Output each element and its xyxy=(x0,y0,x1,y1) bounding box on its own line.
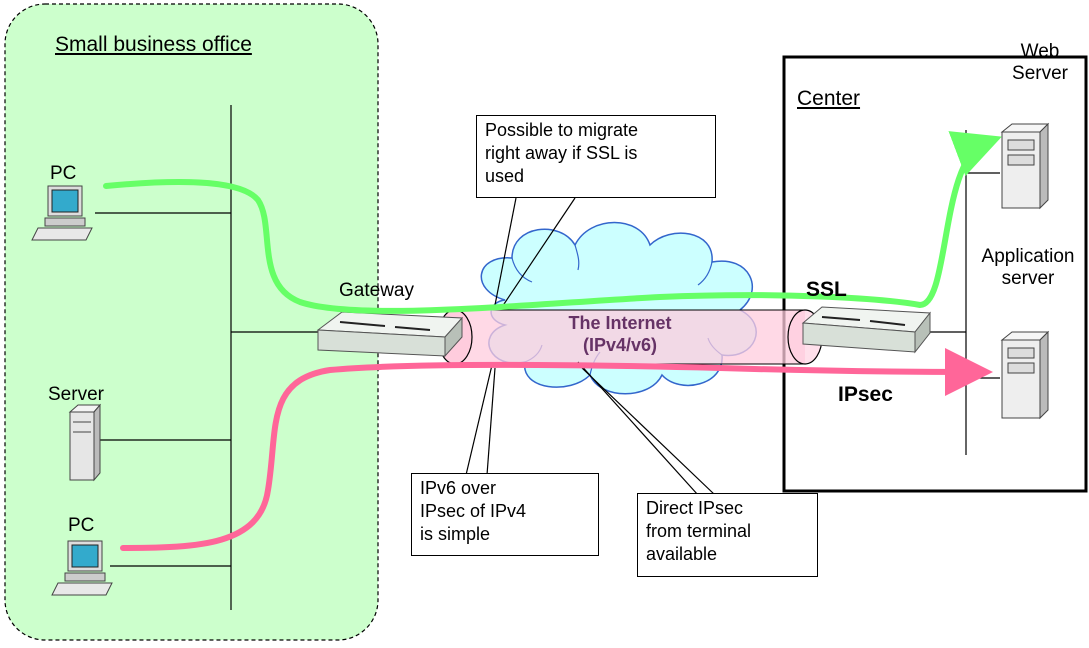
ipsec-flow-line xyxy=(120,347,993,551)
pc-top-icon xyxy=(31,185,93,241)
internet-label-line1: The Internet xyxy=(568,313,672,333)
center-router xyxy=(801,306,931,354)
web-server-icon xyxy=(1000,122,1050,210)
app-server-label: Application server xyxy=(968,246,1088,290)
ipv6-over-ipsec-callout: IPv6 over IPsec of IPv4 is simple xyxy=(411,473,599,556)
office-title: Small business office xyxy=(55,33,252,56)
ipsec-callout-line3: available xyxy=(646,544,718,564)
server-label: Server xyxy=(48,384,104,405)
app-server-label-line1: Application xyxy=(981,246,1075,267)
ipsec-callout-line2: from terminal xyxy=(646,521,752,541)
app-server-label-line2: server xyxy=(1001,268,1055,289)
gateway-label: Gateway xyxy=(339,280,414,301)
ipv6-callout-line1: IPv6 over xyxy=(420,478,497,498)
pc-bottom-icon xyxy=(51,540,113,596)
ipsec-callout-line1: Direct IPsec xyxy=(646,498,744,518)
ssl-callout-line2: right away if SSL is xyxy=(485,143,638,163)
ssl-callout-line3: used xyxy=(485,166,525,186)
gateway-router xyxy=(316,311,464,358)
ipsec-label: IPsec xyxy=(838,383,893,406)
ssl-label: SSL xyxy=(806,278,847,301)
internet-label: The Internet (IPv4/v6) xyxy=(545,312,695,356)
web-server-label: Web Server xyxy=(1005,41,1075,85)
pc-top-label: PC xyxy=(50,163,77,184)
office-server-icon xyxy=(68,403,102,482)
web-server-label-line1: Web xyxy=(1020,41,1060,62)
application-server-icon xyxy=(1000,330,1050,420)
ssl-flow-line xyxy=(103,131,1002,314)
ipv6-callout-line3: is simple xyxy=(420,524,491,544)
direct-ipsec-callout: Direct IPsec from terminal available xyxy=(637,493,818,577)
web-server-label-line2: Server xyxy=(1012,63,1068,84)
ssl-migration-callout: Possible to migrate right away if SSL is… xyxy=(476,115,716,198)
pc-bottom-label: PC xyxy=(68,515,95,536)
ipsec-tunnel xyxy=(437,309,823,365)
ipv6-callout-line2: IPsec of IPv4 xyxy=(420,501,527,521)
center-title: Center xyxy=(797,87,861,110)
callout-pointers xyxy=(465,197,716,496)
ssl-callout-line1: Possible to migrate xyxy=(485,120,639,140)
internet-label-line2: (IPv4/v6) xyxy=(582,335,658,355)
